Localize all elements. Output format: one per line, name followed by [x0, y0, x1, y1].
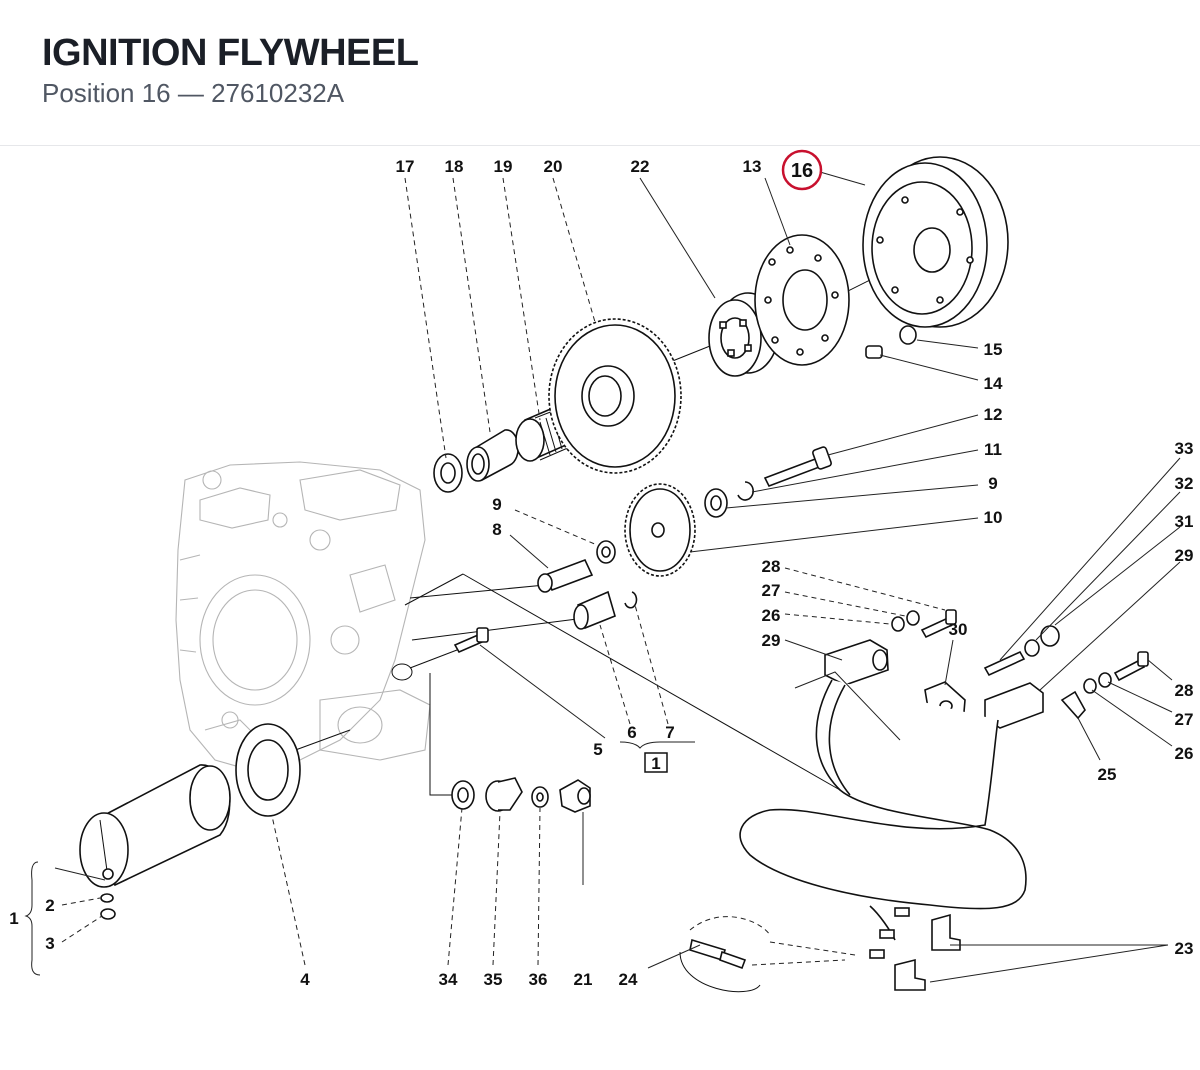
callout-10: 10	[984, 508, 1003, 527]
part-20-large-gear	[548, 318, 682, 474]
part-8-shaft	[537, 558, 594, 593]
callout-1: 1	[9, 909, 18, 928]
callout-29-left: 29	[762, 631, 781, 650]
header-divider	[0, 145, 1200, 146]
group-box-1	[644, 752, 668, 773]
callout-5: 5	[593, 740, 602, 759]
callout-9-left: 9	[492, 495, 501, 514]
callout-17: 17	[396, 157, 415, 176]
part-11-circlip	[737, 481, 754, 501]
callout-2: 2	[45, 896, 54, 915]
part-34-washer	[451, 780, 475, 810]
part-25-clip	[1060, 690, 1086, 720]
part-27-washer-top	[906, 610, 920, 626]
part-9-washer-left	[596, 540, 616, 564]
group-box-1-label: 1	[651, 754, 660, 773]
part-33-screw	[983, 650, 1026, 677]
header: IGNITION FLYWHEEL Position 16 — 27610232…	[0, 0, 1200, 145]
callout-9-right: 9	[988, 474, 997, 493]
part-14-stud	[865, 345, 883, 359]
callout-16: 16	[791, 160, 813, 182]
part-10-gear	[624, 483, 696, 577]
crankcase-outline	[175, 461, 431, 771]
part-7-circlip	[624, 591, 638, 609]
callout-30: 30	[949, 620, 968, 639]
part-24-pin	[689, 938, 747, 970]
part-6-pinion	[573, 590, 616, 630]
callout-25: 25	[1098, 765, 1117, 784]
callout-24: 24	[619, 970, 638, 989]
part-18-bushing	[466, 429, 520, 482]
callout-28-right: 28	[1175, 681, 1194, 700]
callout-21: 21	[574, 970, 593, 989]
callout-13: 13	[743, 157, 762, 176]
part-22-freewheel	[708, 292, 779, 377]
callout-26-right: 26	[1175, 744, 1194, 763]
callout-28-top: 28	[762, 557, 781, 576]
callout-12: 12	[984, 405, 1003, 424]
part-36-washer	[531, 786, 549, 808]
callout-31: 31	[1175, 512, 1194, 531]
part-28-screw-right	[1113, 651, 1149, 682]
part-19-needle-bearing	[515, 404, 574, 462]
callout-20: 20	[544, 157, 563, 176]
callout-19: 19	[494, 157, 513, 176]
callout-14: 14	[984, 374, 1003, 393]
wiring-harness	[739, 679, 1027, 991]
part-16-flywheel	[862, 156, 1009, 328]
callout-27-top: 27	[762, 581, 781, 600]
callout-33: 33	[1175, 439, 1194, 458]
page-subtitle: Position 16 — 27610232A	[42, 78, 345, 108]
part-32-washer	[1024, 639, 1040, 657]
part-5-screw	[453, 627, 489, 654]
callout-27-right: 27	[1175, 710, 1194, 729]
callout-4: 4	[300, 970, 310, 989]
part-3-nut	[100, 908, 116, 920]
part-4-gasket	[235, 723, 301, 817]
callout-8: 8	[492, 520, 501, 539]
callout-15: 15	[984, 340, 1003, 359]
callout-36: 36	[529, 970, 548, 989]
part-35-plug	[485, 777, 523, 812]
part-28-screw-top	[920, 609, 957, 639]
part-26-washer-right	[1083, 678, 1097, 694]
part-17-washer	[433, 453, 463, 493]
callout-18: 18	[445, 157, 464, 176]
callout-35: 35	[484, 970, 503, 989]
callout-26-top: 26	[762, 606, 781, 625]
part-12-bolt	[763, 446, 832, 488]
part-15-nut	[899, 325, 917, 345]
page-title: IGNITION FLYWHEEL	[42, 32, 419, 74]
callouts: 17 18 19 20 22 13 16 15 14 12 11 9 10 9 …	[9, 149, 1194, 989]
part-1-starter-motor	[79, 764, 231, 888]
callout-32: 32	[1175, 474, 1194, 493]
part-27-washer-right	[1098, 672, 1112, 688]
callout-29-right: 29	[1175, 546, 1194, 565]
highlight-ring-16	[781, 149, 823, 191]
callout-22: 22	[631, 157, 650, 176]
part-31-spacer	[1040, 625, 1060, 647]
callout-34: 34	[439, 970, 458, 989]
part-13-plate	[754, 234, 850, 366]
part-9-washer-right	[704, 488, 728, 518]
part-26-washer-top	[891, 616, 905, 632]
leader-lines	[24, 171, 1181, 983]
part-2-washer	[100, 893, 114, 903]
callout-7: 7	[665, 723, 674, 742]
callout-6: 6	[627, 723, 636, 742]
callout-23: 23	[1175, 939, 1194, 958]
callout-3: 3	[45, 934, 54, 953]
callout-11: 11	[984, 440, 1002, 459]
part-21-sensor-plug	[559, 779, 591, 813]
part-29-pickup-left	[824, 639, 889, 686]
